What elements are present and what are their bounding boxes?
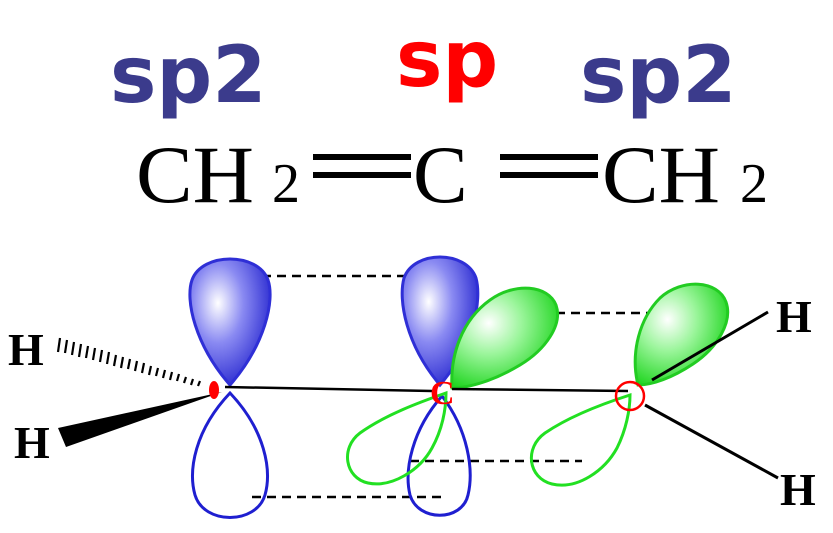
- right-carbon-p-orbital-green: [529, 282, 730, 487]
- double-bond-left: [313, 154, 411, 178]
- formula-ch2-left: CH: [136, 129, 254, 220]
- atom-h-bottom-left: H: [14, 417, 50, 468]
- blue-lobe-empty-center: [406, 393, 472, 517]
- formula-c-center: C: [413, 129, 468, 220]
- sigma-bond-left: [224, 385, 433, 393]
- pi-overlap-dashes: [252, 274, 676, 499]
- center-carbon-p-orbital-green: [346, 286, 559, 486]
- green-lobe-empty-center: [346, 390, 448, 486]
- sigma-bond-right: [451, 387, 629, 393]
- sigma-bonds: [224, 385, 629, 393]
- atom-h-top-left: H: [8, 324, 44, 375]
- blue-lobe-empty-left: [191, 390, 269, 519]
- carbon-atom-left: [209, 381, 219, 399]
- label-sp-center: sp: [396, 15, 498, 105]
- green-lobe-filled-right: [633, 282, 730, 387]
- left-carbon-p-orbital: [188, 257, 272, 519]
- label-sp2-left: sp2: [110, 31, 267, 121]
- atom-h-top-right: H: [776, 291, 812, 342]
- formula-ch2-right: CH: [602, 129, 720, 220]
- atom-h-bottom-right: H: [780, 464, 816, 515]
- green-lobe-empty-right: [529, 392, 632, 487]
- left-hydrogens: H H: [8, 324, 222, 468]
- green-lobe-filled-center: [450, 286, 559, 390]
- label-sp2-right: sp2: [580, 31, 737, 121]
- blue-lobe-filled-left: [188, 257, 272, 388]
- carbon-atom-right: [614, 380, 646, 412]
- bond-h-bottom-right: [644, 403, 779, 480]
- double-bond-right: [500, 154, 598, 178]
- formula-subscript-left: 2: [272, 153, 300, 215]
- right-hydrogens: H H: [614, 291, 816, 515]
- structural-formula: CH 2 C CH 2: [136, 129, 768, 220]
- wedge-bond-h-bottom-left: [58, 392, 222, 447]
- atom-c-center: C: [430, 375, 455, 412]
- bond-h-top-right: [651, 310, 769, 382]
- formula-subscript-right: 2: [740, 153, 768, 215]
- hashed-bond-h-top-left: [56, 337, 202, 387]
